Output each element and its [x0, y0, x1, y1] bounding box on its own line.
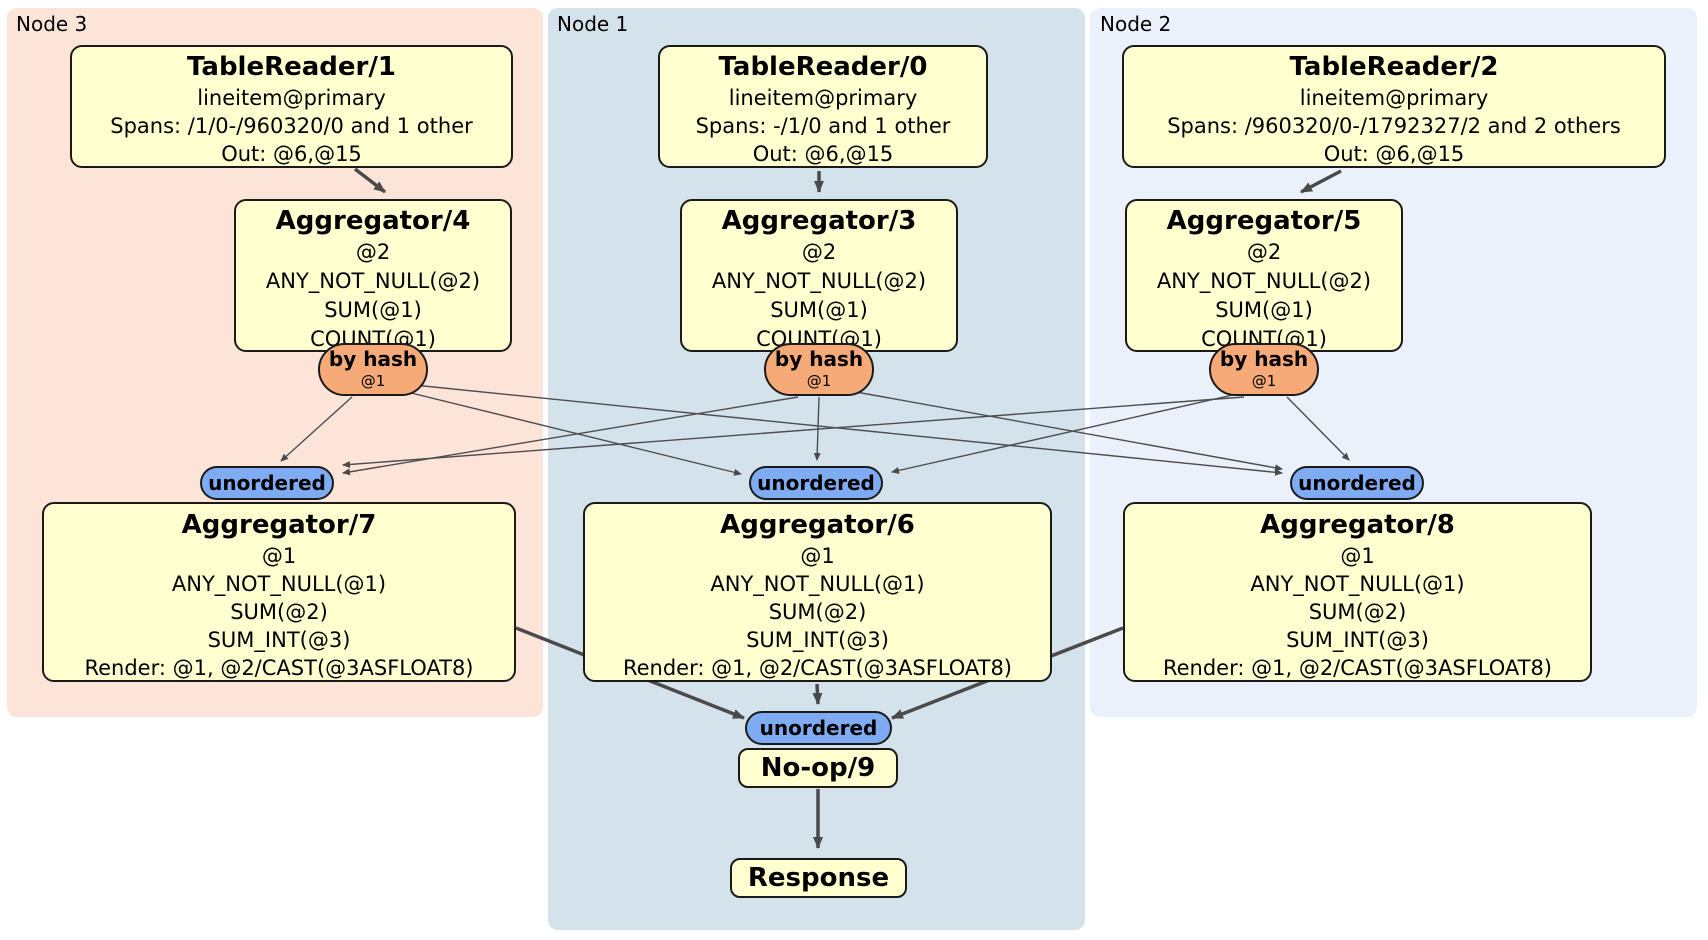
processor-title: Aggregator/7 [181, 510, 377, 540]
processor-box-tablereader-2: TableReader/2 lineitem@primary Spans: /9… [1122, 45, 1666, 168]
processor-detail-line: ANY_NOT_NULL(@2) [265, 269, 481, 293]
processor-title: Response [747, 863, 890, 893]
processor-title: Aggregator/5 [1166, 206, 1362, 236]
processor-detail-line: Spans: /960320/0-/1792327/2 and 2 others [1167, 114, 1621, 138]
processor-title: Aggregator/8 [1260, 510, 1455, 540]
processor-detail-line: lineitem@primary [728, 86, 918, 110]
processor-detail-line: SUM_INT(@3) [746, 628, 889, 652]
processor-title: TableReader/1 [187, 52, 396, 82]
processor-detail-line: Spans: /1/0-/960320/0 and 1 other [110, 114, 473, 138]
node-group-2-label: Node 2 [1100, 12, 1172, 36]
processor-box-aggregator-3: Aggregator/3 @2 ANY_NOT_NULL(@2) SUM(@1)… [680, 199, 958, 352]
processor-detail-line: Render: @1, @2/CAST(@3ASFLOAT8) [1162, 656, 1553, 680]
processor-detail-line: @2 [1246, 240, 1282, 264]
processor-detail-line: SUM(@2) [230, 600, 328, 624]
processor-detail-line: SUM(@1) [770, 298, 868, 322]
processor-title: Aggregator/4 [275, 206, 471, 236]
processor-title: No-op/9 [760, 753, 876, 783]
processor-box-aggregator-6: Aggregator/6 @1 ANY_NOT_NULL(@1) SUM(@2)… [583, 502, 1052, 682]
router-pill-columns: @1 [1251, 372, 1277, 390]
stream-pill-unordered-bottom: unordered [745, 711, 892, 745]
processor-detail-line: SUM_INT(@3) [207, 628, 351, 652]
processor-box-no-op-9: No-op/9 [738, 748, 898, 788]
processor-detail-line: @2 [801, 240, 837, 264]
processor-title: TableReader/2 [1289, 52, 1499, 82]
router-pill-label: by hash [328, 347, 418, 371]
router-pill-by-hash-center: by hash @1 [764, 343, 874, 396]
processor-detail-line: SUM(@2) [1308, 600, 1407, 624]
processor-detail-line: SUM_INT(@3) [1286, 628, 1429, 652]
processor-box-aggregator-4: Aggregator/4 @2 ANY_NOT_NULL(@2) SUM(@1)… [234, 199, 512, 352]
processor-detail-line: lineitem@primary [197, 86, 386, 110]
response-box: Response [730, 858, 907, 898]
processor-title: TableReader/0 [718, 52, 928, 82]
stream-pill-label: unordered [757, 471, 875, 495]
processor-title: Aggregator/3 [721, 206, 917, 236]
router-pill-columns: @1 [360, 372, 386, 390]
processor-title: Aggregator/6 [720, 510, 915, 540]
stream-pill-unordered-left: unordered [200, 466, 334, 500]
stream-pill-unordered-center: unordered [749, 466, 883, 500]
processor-detail-line: Out: @6,@15 [1323, 142, 1465, 166]
processor-detail-line: Render: @1, @2/CAST(@3ASFLOAT8) [84, 656, 474, 680]
router-pill-label: by hash [774, 347, 864, 371]
processor-detail-line: @1 [261, 544, 297, 568]
processor-box-tablereader-1: TableReader/1 lineitem@primary Spans: /1… [70, 45, 513, 168]
stream-pill-label: unordered [1298, 471, 1416, 495]
processor-detail-line: SUM(@1) [324, 298, 422, 322]
processor-detail-line: Out: @6,@15 [221, 142, 362, 166]
router-pill-by-hash-left: by hash @1 [318, 343, 428, 396]
processor-detail-line: ANY_NOT_NULL(@1) [171, 572, 387, 596]
node-group-3-label: Node 3 [16, 12, 88, 36]
processor-box-aggregator-8: Aggregator/8 @1 ANY_NOT_NULL(@1) SUM(@2)… [1123, 502, 1592, 682]
processor-detail-line: @1 [800, 544, 835, 568]
stream-pill-unordered-right: unordered [1290, 466, 1424, 500]
router-pill-by-hash-right: by hash @1 [1209, 343, 1319, 396]
stream-pill-label: unordered [208, 471, 326, 495]
processor-box-aggregator-5: Aggregator/5 @2 ANY_NOT_NULL(@2) SUM(@1)… [1125, 199, 1403, 352]
processor-detail-line: Render: @1, @2/CAST(@3ASFLOAT8) [622, 656, 1013, 680]
stream-pill-label: unordered [759, 716, 878, 740]
processor-detail-line: @1 [1340, 544, 1375, 568]
processor-detail-line: ANY_NOT_NULL(@1) [1250, 572, 1465, 596]
processor-detail-line: ANY_NOT_NULL(@1) [710, 572, 925, 596]
processor-box-aggregator-7: Aggregator/7 @1 ANY_NOT_NULL(@1) SUM(@2)… [42, 502, 516, 682]
processor-detail-line: ANY_NOT_NULL(@2) [1156, 269, 1372, 293]
processor-box-tablereader-0: TableReader/0 lineitem@primary Spans: -/… [658, 45, 988, 168]
processor-detail-line: ANY_NOT_NULL(@2) [711, 269, 927, 293]
router-pill-columns: @1 [806, 372, 832, 390]
processor-detail-line: SUM(@1) [1215, 298, 1313, 322]
node-group-1-label: Node 1 [557, 12, 629, 36]
processor-detail-line: SUM(@2) [768, 600, 867, 624]
processor-detail-line: Spans: -/1/0 and 1 other [695, 114, 951, 138]
processor-detail-line: lineitem@primary [1299, 86, 1489, 110]
processor-detail-line: @2 [355, 240, 391, 264]
router-pill-label: by hash [1219, 347, 1309, 371]
processor-detail-line: Out: @6,@15 [752, 142, 894, 166]
